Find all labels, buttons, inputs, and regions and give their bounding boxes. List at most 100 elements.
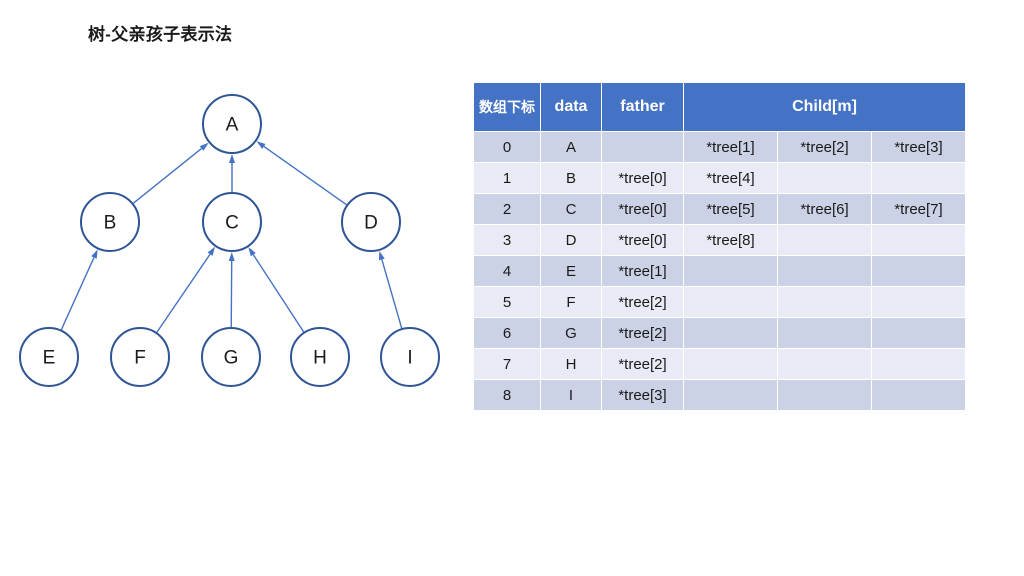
tree-node-circle-I bbox=[380, 327, 440, 387]
cell-index: 4 bbox=[474, 256, 540, 286]
cell-data: D bbox=[541, 225, 601, 255]
cell-index: 2 bbox=[474, 194, 540, 224]
cell-index: 0 bbox=[474, 132, 540, 162]
cell-child-0 bbox=[684, 287, 777, 317]
tree-node-circle-E bbox=[19, 327, 79, 387]
cell-father: *tree[0] bbox=[602, 225, 683, 255]
cell-child-1 bbox=[778, 318, 871, 348]
column-header-father: father bbox=[602, 83, 683, 131]
cell-child-2 bbox=[872, 163, 965, 193]
tree-node-C: C bbox=[202, 192, 262, 252]
cell-child-0: *tree[4] bbox=[684, 163, 777, 193]
arrowhead-icon-E-to-B bbox=[91, 249, 98, 259]
cell-child-1 bbox=[778, 163, 871, 193]
tree-node-label-E: E bbox=[43, 348, 56, 369]
tree-node-label-I: I bbox=[407, 348, 412, 369]
cell-data: H bbox=[541, 349, 601, 379]
cell-child-2: *tree[3] bbox=[872, 132, 965, 162]
cell-father: *tree[2] bbox=[602, 349, 683, 379]
tree-edge-H-to-C bbox=[252, 254, 305, 333]
cell-data: E bbox=[541, 256, 601, 286]
cell-child-2: *tree[7] bbox=[872, 194, 965, 224]
column-header-child: Child[m] bbox=[684, 83, 965, 131]
cell-child-1: *tree[2] bbox=[778, 132, 871, 162]
cell-index: 7 bbox=[474, 349, 540, 379]
cell-child-1 bbox=[778, 287, 871, 317]
cell-child-2 bbox=[872, 225, 965, 255]
tree-node-D: D bbox=[341, 192, 401, 252]
cell-child-0 bbox=[684, 349, 777, 379]
cell-child-2 bbox=[872, 287, 965, 317]
arrowhead-icon-F-to-C bbox=[207, 246, 216, 256]
tree-node-A: A bbox=[202, 94, 262, 154]
cell-father: *tree[0] bbox=[602, 194, 683, 224]
cell-father: *tree[1] bbox=[602, 256, 683, 286]
cell-index: 8 bbox=[474, 380, 540, 410]
cell-data: I bbox=[541, 380, 601, 410]
tree-node-B: B bbox=[80, 192, 140, 252]
cell-child-0: *tree[5] bbox=[684, 194, 777, 224]
page-title: 树-父亲孩子表示法 bbox=[88, 25, 233, 44]
arrowhead-icon-B-to-A bbox=[199, 142, 209, 151]
cell-child-2 bbox=[872, 349, 965, 379]
cell-child-2 bbox=[872, 256, 965, 286]
tree-node-label-C: C bbox=[225, 213, 239, 234]
tree-node-circle-F bbox=[110, 327, 170, 387]
table-header-row: 数组下标 data father Child[m] bbox=[474, 83, 965, 131]
tree-node-circle-B bbox=[80, 192, 140, 252]
cell-data: F bbox=[541, 287, 601, 317]
arrowhead-icon-D-to-A bbox=[256, 141, 266, 149]
tree-node-F: F bbox=[110, 327, 170, 387]
cell-data: C bbox=[541, 194, 601, 224]
tree-node-I: I bbox=[380, 327, 440, 387]
arrowhead-icon-C-to-A bbox=[229, 154, 235, 163]
tree-node-E: E bbox=[19, 327, 79, 387]
cell-father: *tree[2] bbox=[602, 318, 683, 348]
cell-child-1 bbox=[778, 256, 871, 286]
cell-index: 3 bbox=[474, 225, 540, 255]
cell-child-0: *tree[8] bbox=[684, 225, 777, 255]
tree-edge-I-to-D bbox=[381, 259, 403, 329]
cell-child-0 bbox=[684, 318, 777, 348]
cell-child-0 bbox=[684, 256, 777, 286]
tree-node-circle-A bbox=[202, 94, 262, 154]
cell-data: B bbox=[541, 163, 601, 193]
table-header: 数组下标 data father Child[m] bbox=[474, 83, 965, 131]
cell-child-1 bbox=[778, 349, 871, 379]
column-header-data: data bbox=[541, 83, 601, 131]
cell-child-1 bbox=[778, 225, 871, 255]
cell-father: *tree[3] bbox=[602, 380, 683, 410]
cell-index: 5 bbox=[474, 287, 540, 317]
tree-node-label-D: D bbox=[364, 213, 378, 234]
arrowhead-icon-G-to-C bbox=[228, 251, 235, 262]
tree-edge-B-to-A bbox=[132, 147, 203, 204]
tree-node-circle-H bbox=[290, 327, 350, 387]
tree-node-H: H bbox=[290, 327, 350, 387]
tree-node-circle-C bbox=[202, 192, 262, 252]
column-header-index: 数组下标 bbox=[474, 83, 540, 131]
cell-data: A bbox=[541, 132, 601, 162]
cell-child-2 bbox=[872, 318, 965, 348]
tree-node-label-A: A bbox=[226, 115, 239, 136]
cell-father bbox=[602, 132, 683, 162]
cell-index: 1 bbox=[474, 163, 540, 193]
cell-child-2 bbox=[872, 380, 965, 410]
tree-node-label-H: H bbox=[313, 348, 327, 369]
tree-node-label-F: F bbox=[134, 348, 146, 369]
tree-node-circle-G bbox=[201, 327, 261, 387]
cell-father: *tree[0] bbox=[602, 163, 683, 193]
tree-edge-D-to-A bbox=[263, 145, 347, 206]
